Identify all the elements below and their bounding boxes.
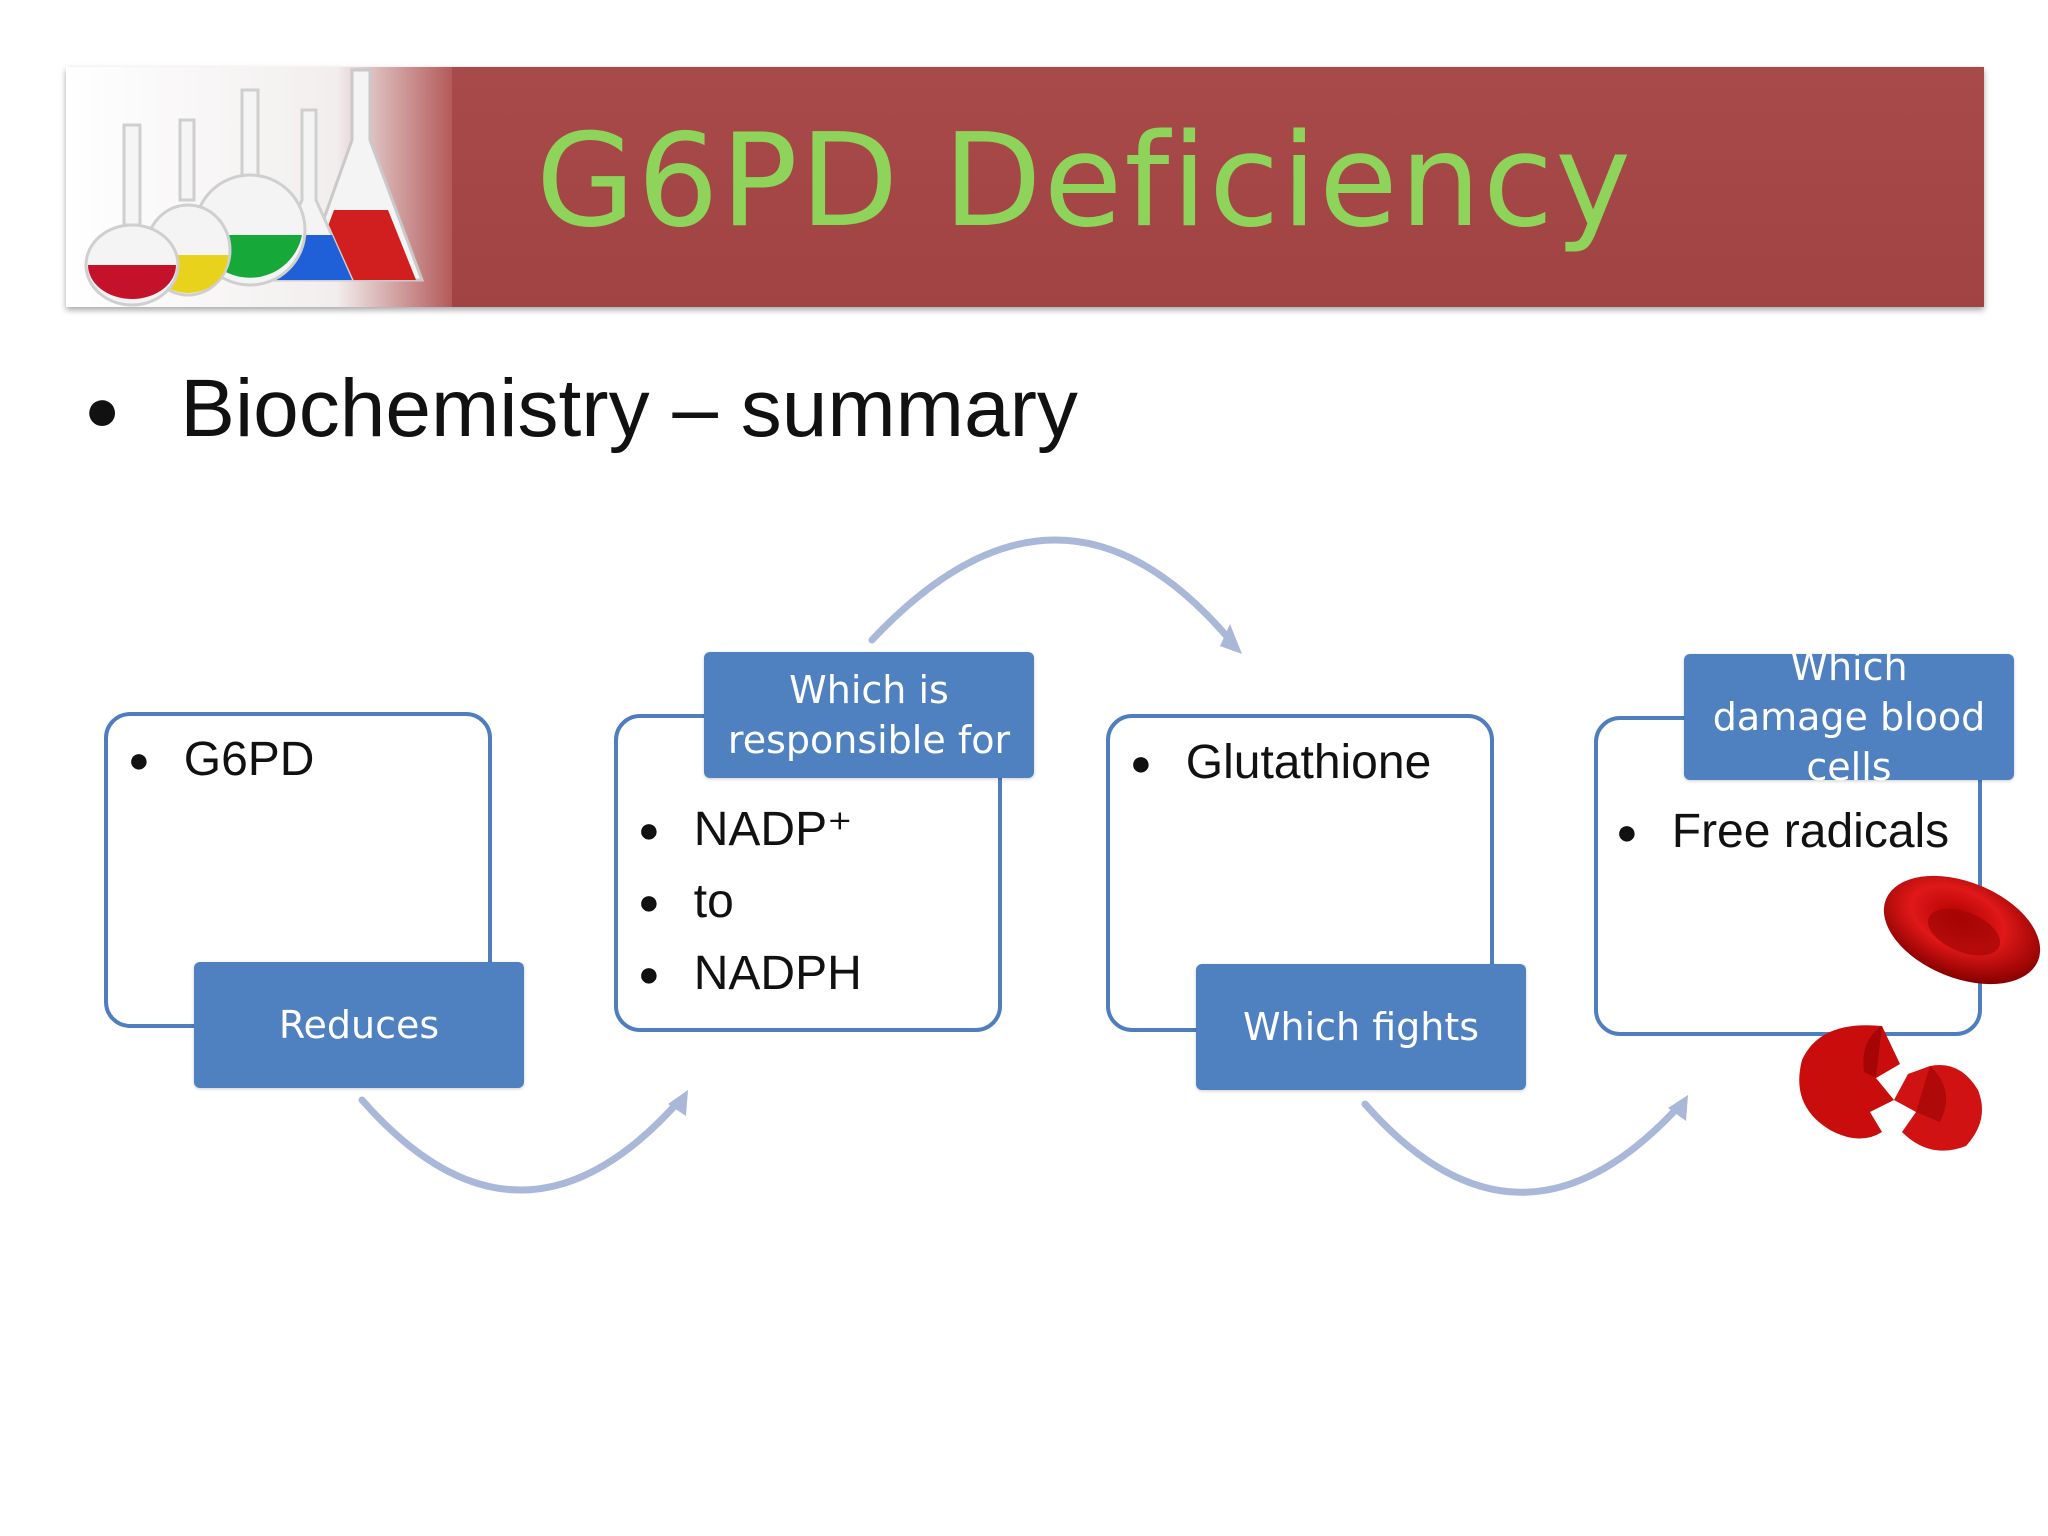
list-item: ●Glutathione	[1130, 727, 1431, 799]
step-label-3: Which fights	[1196, 964, 1526, 1090]
step-2-items: ●NADP⁺ ●to ●NADPH	[638, 794, 862, 1010]
step-4-items: ●Free radicals	[1616, 796, 1949, 868]
step-3-items: ●Glutathione	[1130, 727, 1431, 799]
step-1-items: ●G6PD	[128, 724, 314, 796]
list-item: ●Free radicals	[1616, 796, 1949, 868]
list-item: ●NADP⁺	[638, 794, 862, 866]
curved-arrow-1	[358, 1096, 684, 1194]
arrowhead-3	[1668, 1095, 1688, 1121]
list-item: ●to	[638, 866, 862, 938]
step-label-2: Which is responsible for	[704, 652, 1034, 778]
list-item: ●G6PD	[128, 724, 314, 796]
bullet-icon: ●	[1616, 811, 1638, 852]
arrowhead-2	[1220, 624, 1242, 654]
bullet-icon: ●	[1130, 742, 1152, 783]
bullet-icon: ●	[638, 809, 660, 850]
bullet-icon: ●	[128, 739, 150, 780]
step-label-1: Reduces	[194, 962, 524, 1088]
broken-blood-cell-image	[1799, 1025, 1982, 1151]
bullet-icon: ●	[638, 953, 660, 994]
main-bullet: ● Biochemistry – summary	[84, 362, 1078, 456]
curved-arrow-3	[1361, 1100, 1684, 1196]
lab-flasks-image	[66, 67, 452, 307]
arrowhead-1	[668, 1090, 688, 1116]
bullet-icon: ●	[638, 881, 660, 922]
list-item: ●NADPH	[638, 938, 862, 1010]
step-label-4: Which damage blood cells	[1684, 645, 2014, 789]
curved-arrow-2	[868, 536, 1234, 644]
bullet-icon: ●	[84, 375, 121, 443]
red-blood-cell-image	[1883, 875, 2041, 985]
slide-title: G6PD Deficiency	[536, 107, 1633, 256]
subtitle-text: Biochemistry – summary	[180, 363, 1078, 454]
